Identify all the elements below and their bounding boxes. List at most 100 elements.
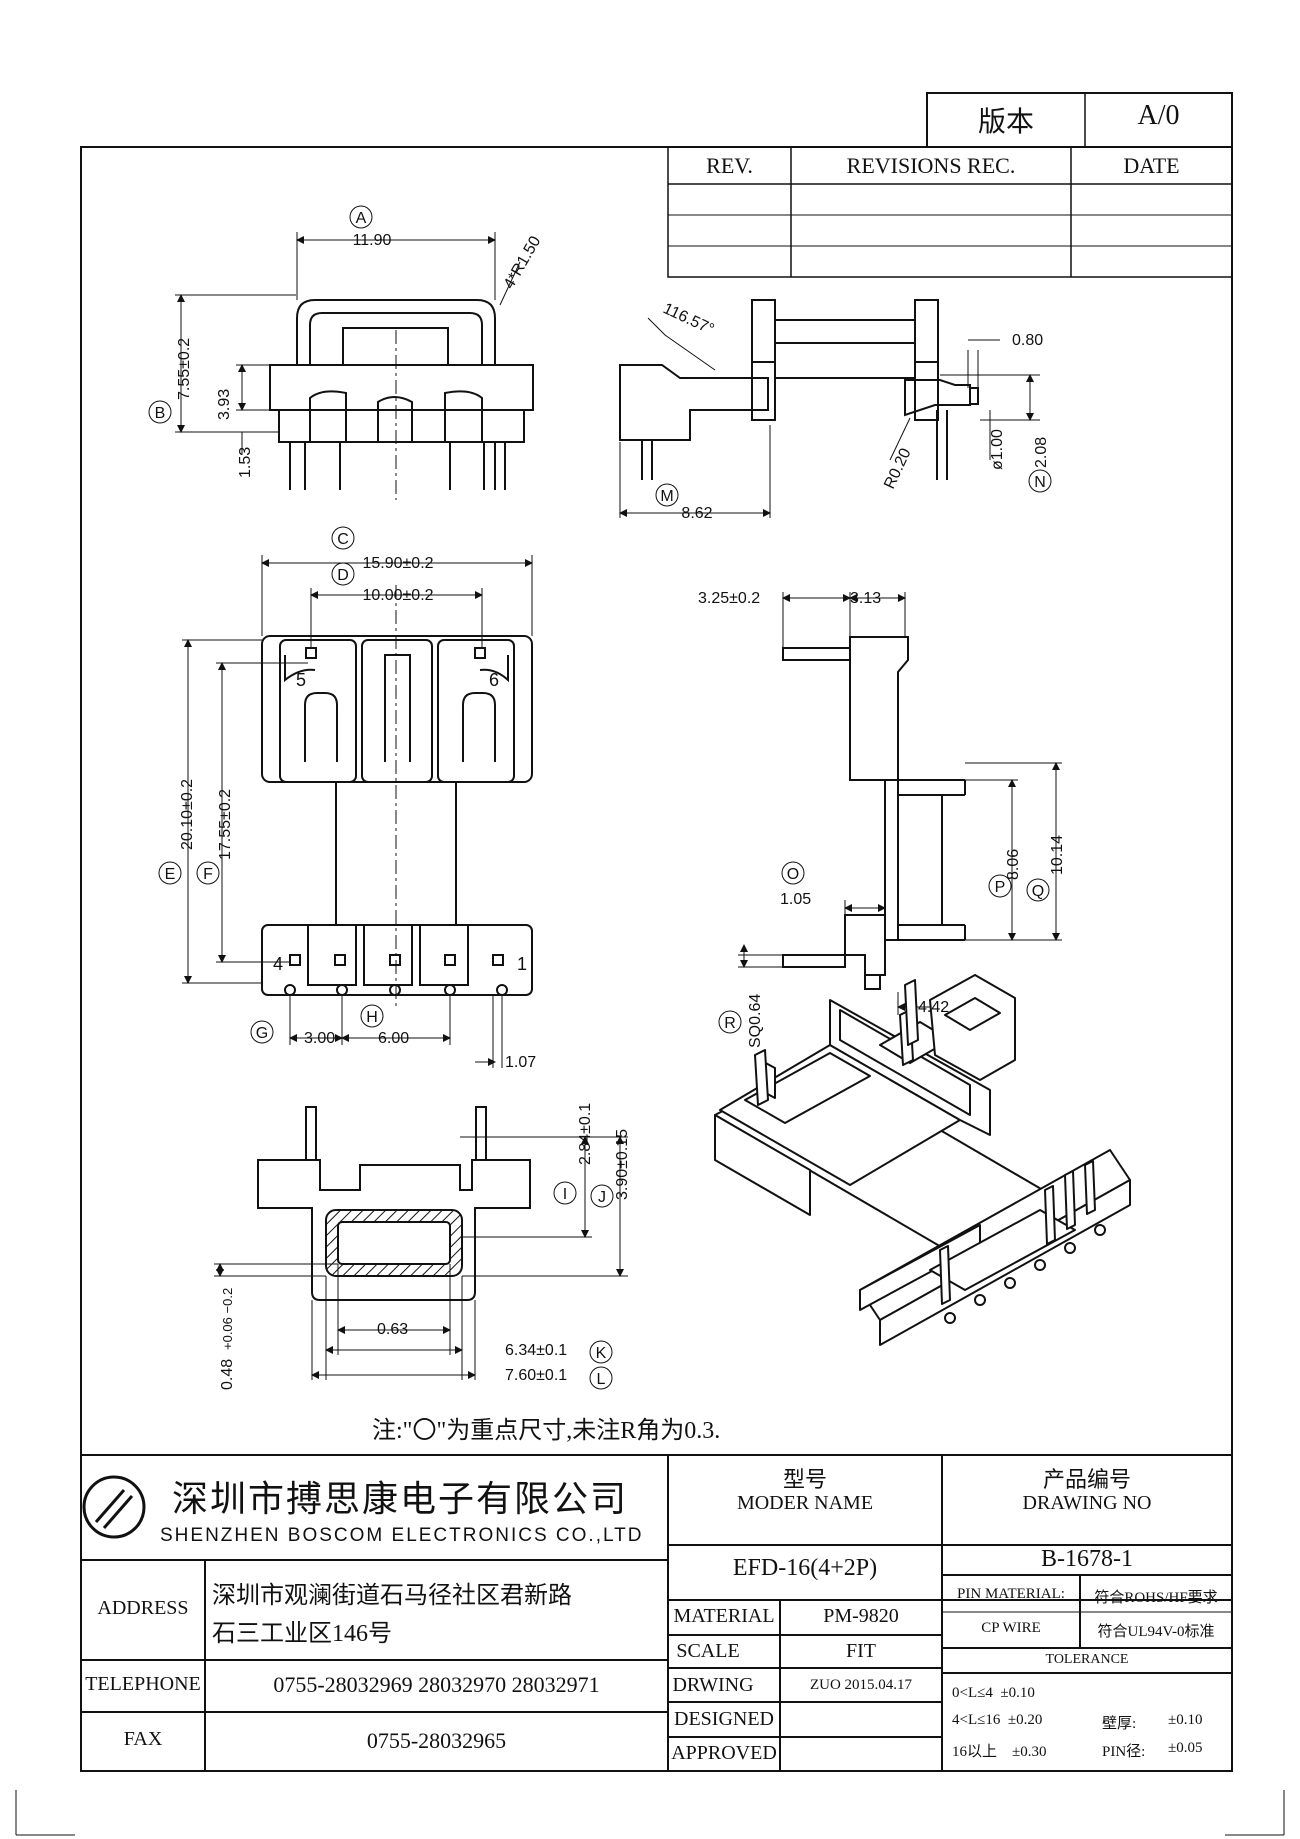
pin-number-1: 1 [517, 954, 527, 974]
dim-8-62: 8.62 [681, 505, 712, 522]
drwing-value: ZUO 2015.04.17 [809, 1677, 913, 1693]
svg-text:M: M [660, 488, 673, 505]
top-view [261, 585, 533, 1010]
scale-label: SCALE [676, 1640, 740, 1662]
date-header: DATE [1123, 153, 1180, 178]
dim-3-25: 3.25±0.2 [698, 590, 760, 607]
rev-header: REV. [706, 153, 753, 178]
model-label-cn: 型号 [782, 1467, 827, 1492]
telephone-label: TELEPHONE [85, 1673, 201, 1695]
top-view-dims [182, 555, 533, 1068]
dim-1-53: 1.53 [237, 447, 254, 478]
section-view-dims [214, 1136, 628, 1380]
isometric-view [714, 974, 1131, 1346]
svg-text:P: P [995, 879, 1006, 896]
svg-text:H: H [366, 1009, 378, 1026]
wall-thickness-label: 壁厚: [1102, 1716, 1137, 1732]
version-label: 版本 [977, 107, 1034, 138]
title-block-grid [81, 1454, 1232, 1771]
svg-text:N: N [1034, 474, 1046, 491]
drawing-no-label-cn: 产品编号 [1042, 1467, 1131, 1492]
svg-text:O: O [787, 866, 799, 883]
svg-text:C: C [337, 531, 349, 548]
svg-text:Q: Q [1032, 883, 1044, 900]
marker-h: H [360, 1004, 384, 1028]
marker-g: G [250, 1020, 274, 1044]
tolerance-row-1: 0<L≤4 ±0.10 [952, 1685, 1035, 1701]
dim-15-90: 15.90±0.2 [362, 555, 433, 572]
dim-10-00: 10.00±0.2 [362, 587, 433, 604]
drawing-no-label-en: DRAWING NO [1022, 1492, 1152, 1514]
material-value: PM-9820 [823, 1605, 899, 1627]
marker-k: K [589, 1340, 613, 1364]
side-view-dims [619, 317, 1040, 518]
dim-4r150: 4*R1.50 [501, 233, 545, 292]
marker-m: M [655, 483, 679, 507]
dim-7-60: 7.60±0.1 [505, 1367, 567, 1384]
pin-number-5: 5 [296, 670, 306, 690]
pin-diameter-value: ±0.05 [1168, 1740, 1203, 1756]
designed-label: DESIGNED [674, 1708, 774, 1730]
marker-c: C [331, 526, 355, 550]
dim-7-55: 7.55±0.2 [176, 338, 193, 400]
svg-text:F: F [203, 866, 213, 883]
company-name-cn: 深圳市搏思康电子有限公司 [172, 1479, 629, 1519]
dim-8-06: 8.06 [1005, 849, 1022, 880]
dim-sq0-64: SQ0.64 [747, 994, 764, 1048]
svg-text:E: E [165, 866, 176, 883]
dim-3-93: 3.93 [216, 389, 233, 420]
cp-wire-label: CP WIRE [981, 1620, 1041, 1636]
marker-i: I [553, 1181, 577, 1205]
dim-3-90: 3.90±0.15 [614, 1129, 631, 1200]
dim-2-08: 2.08 [1033, 437, 1050, 468]
marker-l: L [589, 1366, 613, 1390]
address-label: ADDRESS [97, 1597, 189, 1619]
side-view [619, 299, 979, 480]
drwing-label: DRWING [672, 1674, 754, 1696]
pin-diameter-label: PIN径: [1102, 1744, 1146, 1760]
scale-value: FIT [846, 1640, 876, 1662]
marker-p: P [988, 874, 1012, 898]
dim-17-55: 17.55±0.2 [217, 789, 234, 860]
marker-n: N [1028, 469, 1052, 493]
model-value: EFD-16(4+2P) [732, 1555, 878, 1581]
address-line-1: 深圳市观澜街道石马径社区君新路 [212, 1583, 572, 1609]
svg-text:R: R [724, 1015, 736, 1032]
dim-4-42: 4.42 [918, 999, 949, 1016]
section-view [257, 1106, 531, 1301]
dim-116-57: 116.57° [660, 300, 716, 338]
company-logo [82, 1475, 146, 1539]
dim-3-13: 3.13 [850, 590, 881, 607]
material-label: MATERIAL [673, 1605, 775, 1627]
dim-10-14: 10.14 [1049, 835, 1066, 875]
approved-label: APPROVED [671, 1742, 777, 1764]
version-value: A/0 [1137, 100, 1180, 131]
wall-thickness-value: ±0.10 [1168, 1712, 1203, 1728]
rohs-requirement: 符合ROHS/HF要求 [1094, 1590, 1218, 1606]
dim-r0-20: R0.20 [881, 446, 914, 492]
dim-phi1-00: ø1.00 [989, 429, 1006, 470]
svg-text:L: L [597, 1371, 606, 1388]
drawing-note: 注:"〇"为重点尺寸,未注R角为0.3. [372, 1418, 721, 1444]
dim-1-05: 1.05 [780, 891, 811, 908]
drawing-frame [15, 92, 1285, 1836]
marker-d: D [331, 562, 355, 586]
address-line-2: 石三工业区146号 [212, 1621, 392, 1647]
svg-text:D: D [337, 567, 349, 584]
dim-3-00: 3.00 [304, 1030, 335, 1047]
ul94-standard: 符合UL94V-0标准 [1097, 1624, 1215, 1640]
pin-number-6: 6 [489, 670, 499, 690]
front-view [269, 299, 534, 500]
svg-text:J: J [598, 1189, 606, 1206]
dim-6-34: 6.34±0.1 [505, 1342, 567, 1359]
pin-material-label: PIN MATERIAL: [957, 1586, 1065, 1602]
marker-r: R [718, 1010, 742, 1034]
marker-f: F [196, 861, 220, 885]
svg-text:B: B [155, 405, 166, 422]
company-name-en: SHENZHEN BOSCOM ELECTRONICS CO.,LTD [160, 1525, 644, 1546]
svg-text:A: A [356, 210, 367, 227]
front-view-dims [175, 232, 521, 455]
telephone-value: 0755-28032969 28032970 28032971 [273, 1672, 600, 1697]
